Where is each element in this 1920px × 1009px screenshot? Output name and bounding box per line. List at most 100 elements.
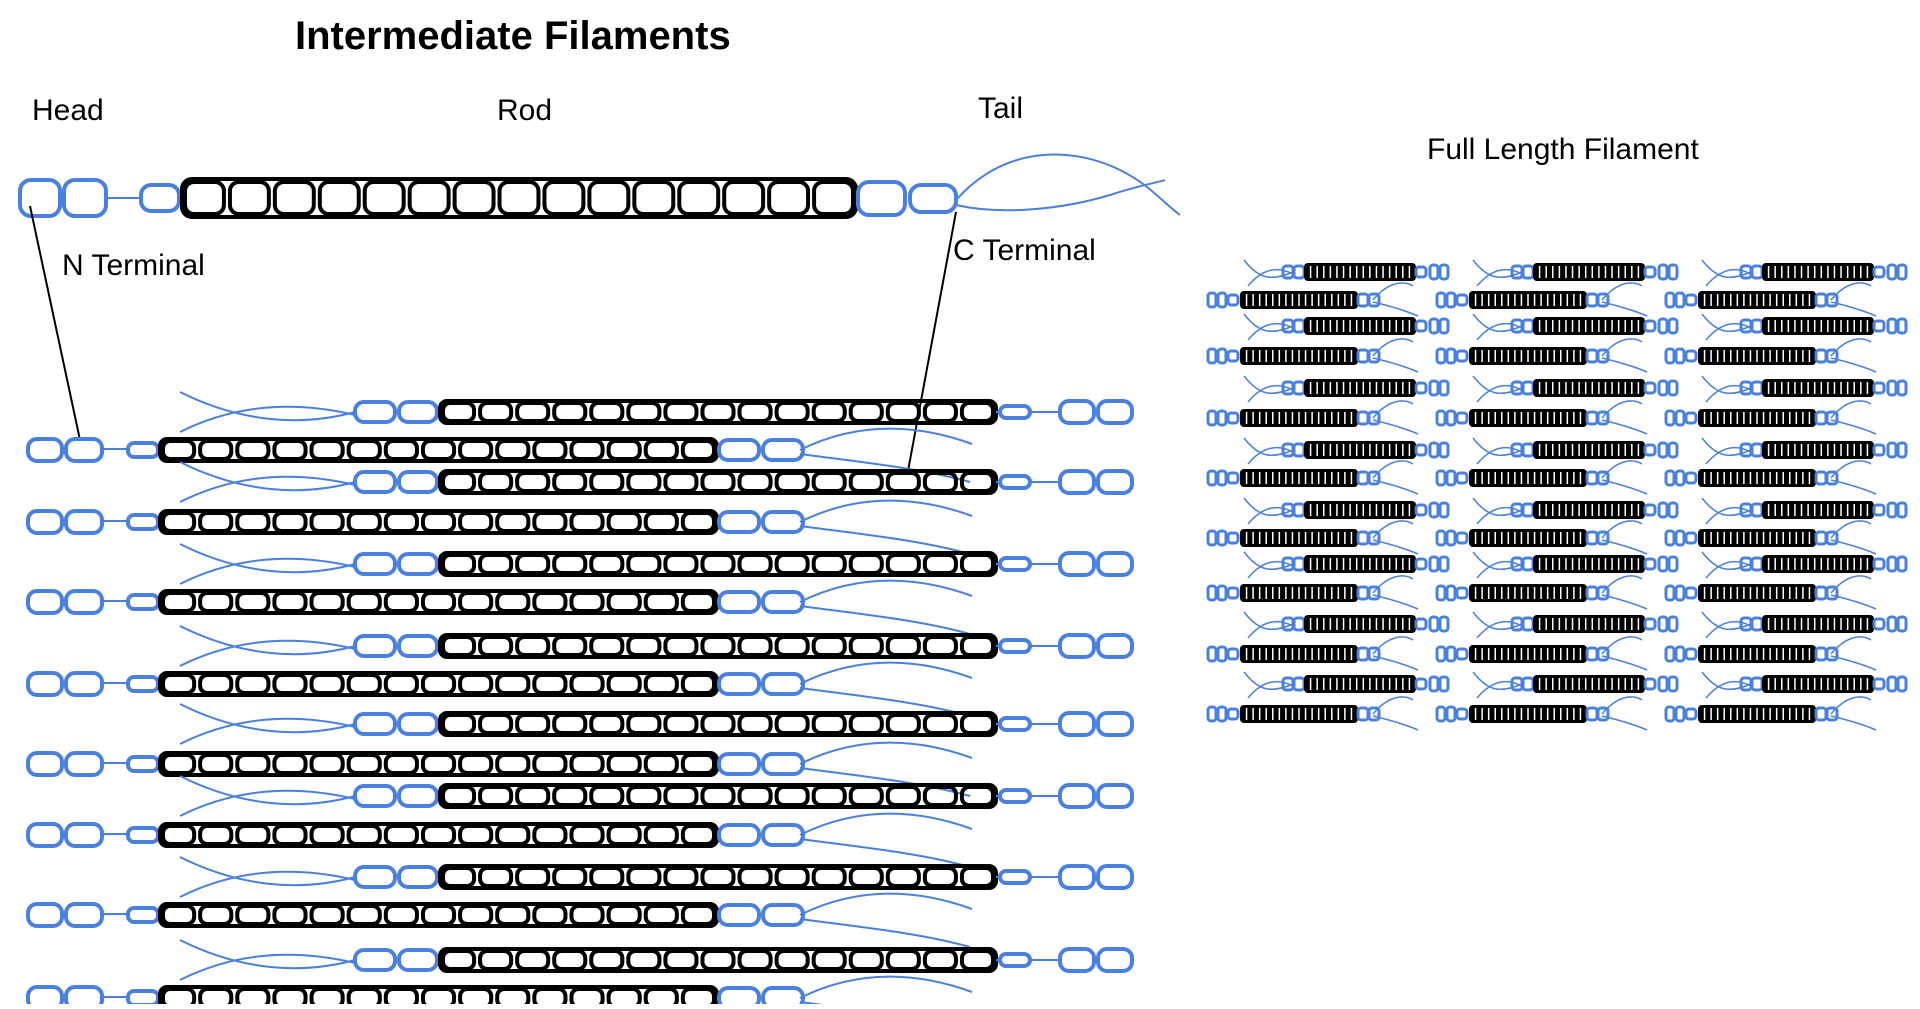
linker-box [998, 869, 1032, 885]
mini-rod-domain [1762, 263, 1874, 281]
rod-segment [272, 673, 308, 695]
mini-terminal-box [1814, 348, 1828, 364]
rod-segment [606, 904, 642, 926]
mini-terminal-box [1674, 469, 1686, 487]
mini-tail-strand [1247, 620, 1294, 639]
rod-segment [272, 753, 308, 775]
rod-segment [420, 591, 457, 613]
mini-rod-domain [1533, 615, 1645, 633]
mini-tail-strand [1601, 419, 1648, 435]
mini-terminal-box [1667, 317, 1679, 335]
head-domain-box [26, 902, 64, 928]
mini-tail-strand [1372, 696, 1414, 715]
mini-terminal-box [1643, 677, 1657, 691]
tail-strand [179, 557, 356, 585]
monomer-protein [18, 153, 1181, 219]
rod-segment [774, 949, 810, 971]
mini-terminal-box [1596, 530, 1610, 546]
tail-domain-box [717, 672, 761, 696]
mini-terminal-box [1872, 265, 1886, 279]
rod-segment [922, 785, 958, 807]
mini-tail-strand [1830, 539, 1877, 555]
mini-protofilament-pair [1435, 259, 1679, 317]
head-domain-box [64, 437, 104, 463]
n-terminal-label: N Terminal [62, 249, 205, 282]
mini-terminal-box [1596, 470, 1610, 486]
mini-tail-strand [1830, 636, 1872, 655]
mini-protofilament-pair [1206, 313, 1450, 373]
rod-segment [737, 949, 773, 971]
rod-segment [700, 785, 736, 807]
mini-terminal-box [1455, 471, 1469, 485]
mini-tail-strand [1830, 460, 1872, 479]
rod-segment [767, 180, 811, 216]
rod-segment [478, 866, 514, 888]
tail-strand [799, 579, 973, 603]
mini-tail-strand [1701, 437, 1752, 457]
mini-protofilament-pair [1206, 611, 1450, 671]
mini-terminal-box [1667, 615, 1679, 633]
mini-terminal-box [1896, 379, 1908, 397]
mini-terminal-box [1435, 469, 1447, 487]
mini-terminal-box [1414, 503, 1428, 517]
mini-terminal-box [1226, 586, 1240, 600]
mini-terminal-box [1667, 675, 1679, 693]
mini-protofilament-pair [1206, 259, 1450, 317]
rod-segment [235, 591, 271, 613]
mini-terminal-box [1206, 409, 1218, 427]
rod-segment [663, 553, 699, 575]
rod-segment [606, 439, 642, 461]
head-label: Head [32, 94, 104, 127]
mini-terminal-box [1521, 676, 1535, 692]
mini-tail-strand [1476, 446, 1523, 465]
mini-terminal-box [1825, 410, 1839, 426]
rod-segment [589, 713, 625, 735]
mini-terminal-box [1292, 318, 1306, 334]
mini-tail-strand [1701, 497, 1752, 517]
rod-segment [235, 439, 271, 461]
mini-tail-strand [1372, 479, 1419, 495]
head-domain-box [26, 589, 64, 615]
rod-segment [235, 511, 271, 533]
linker-box [126, 593, 160, 611]
rod-segment [606, 824, 642, 846]
mini-terminal-box [1825, 585, 1839, 601]
mini-protofilament-pair [1206, 437, 1450, 495]
rod-segment [478, 401, 514, 423]
mini-terminal-box [1445, 645, 1457, 663]
mini-terminal-box [1657, 379, 1669, 397]
rod-segment [383, 904, 419, 926]
mini-terminal-box [1455, 411, 1469, 425]
mini-tail-strand [1476, 680, 1523, 699]
mini-tail-strand [1701, 375, 1752, 395]
mini-terminal-box [1438, 441, 1450, 459]
mini-terminal-box [1438, 555, 1450, 573]
rod-segment [811, 471, 847, 493]
mini-tail-strand [1476, 620, 1523, 639]
rod-segment [922, 713, 958, 735]
rod-segment [643, 987, 679, 1009]
mini-terminal-box [1657, 615, 1669, 633]
mini-protofilament-pair [1435, 313, 1679, 373]
rod-segment [569, 591, 605, 613]
tail-domain-box [717, 752, 761, 776]
mini-terminal-box [1825, 348, 1839, 364]
rod-segment [774, 635, 810, 657]
rod-segment [737, 553, 773, 575]
rod-segment [680, 591, 716, 613]
mini-tail-strand [1701, 671, 1752, 691]
mini-tail-strand [1601, 357, 1648, 373]
rod-segment [626, 401, 662, 423]
head-domain-box [64, 902, 104, 928]
rod-segment [420, 753, 457, 775]
mini-tail-strand [1472, 259, 1523, 279]
tail-strand [179, 391, 356, 422]
mini-tail-strand [1830, 400, 1872, 419]
mini-terminal-box [1585, 706, 1599, 722]
mini-terminal-box [1674, 347, 1686, 365]
mini-terminal-box [1428, 263, 1440, 281]
mini-terminal-box [1216, 409, 1228, 427]
rod-segment [922, 949, 958, 971]
rod-domain-outline [180, 177, 858, 219]
head-domain-box [26, 437, 64, 463]
